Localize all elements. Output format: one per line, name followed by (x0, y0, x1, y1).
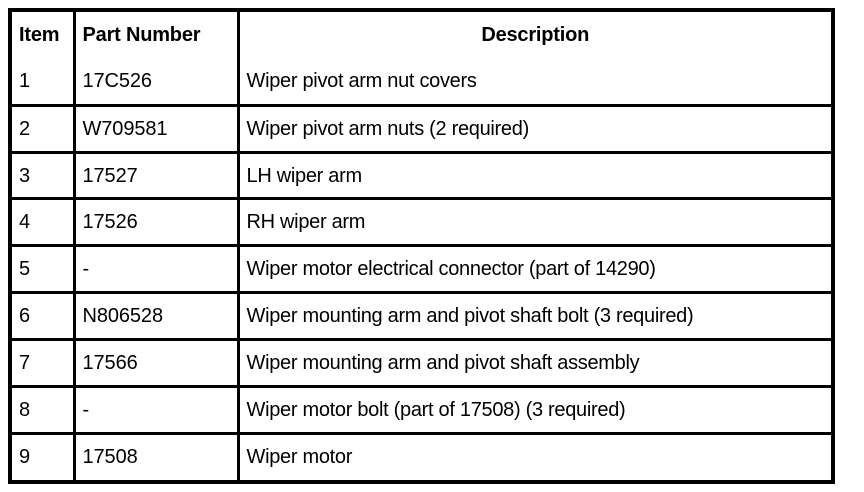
cell-description: LH wiper arm (238, 152, 831, 201)
table-row: 4 17526 RH wiper arm (12, 198, 831, 248)
cell-part-number: - (74, 386, 240, 435)
cell-part-number: 17526 (74, 198, 240, 248)
table-body: 1 17C526 Wiper pivot arm nut covers 2 W7… (12, 58, 831, 480)
cell-part-number: 17508 (74, 433, 240, 480)
table-row: 5 - Wiper motor electrical connector (pa… (12, 245, 831, 295)
cell-part-number: - (74, 245, 240, 295)
cell-description: RH wiper arm (238, 198, 831, 248)
cell-description: Wiper motor electrical connector (part o… (238, 245, 831, 295)
cell-description: Wiper mounting arm and pivot shaft bolt … (238, 292, 831, 341)
cell-item: 9 (12, 433, 76, 480)
column-header-item: Item (12, 12, 76, 59)
table-row: 6 N806528 Wiper mounting arm and pivot s… (12, 292, 831, 341)
column-header-description: Description (238, 12, 831, 59)
cell-item: 4 (12, 198, 76, 248)
cell-item: 7 (12, 339, 76, 388)
cell-part-number: 17566 (74, 339, 240, 388)
table-row: 3 17527 LH wiper arm (12, 152, 831, 201)
cell-part-number: W709581 (74, 105, 240, 154)
cell-part-number: 17527 (74, 152, 240, 201)
parts-table-container: Item Part Number Description 1 17C526 Wi… (8, 8, 835, 484)
table-header-row: Item Part Number Description (12, 12, 831, 59)
column-header-part-number: Part Number (74, 12, 240, 59)
parts-table: Item Part Number Description 1 17C526 Wi… (12, 12, 831, 480)
cell-description: Wiper motor (238, 433, 831, 480)
cell-item: 2 (12, 105, 76, 154)
cell-description: Wiper motor bolt (part of 17508) (3 requ… (238, 386, 831, 435)
cell-item: 6 (12, 292, 76, 341)
cell-description: Wiper pivot arm nuts (2 required) (238, 105, 831, 154)
cell-description: Wiper mounting arm and pivot shaft assem… (238, 339, 831, 388)
table-row: 2 W709581 Wiper pivot arm nuts (2 requir… (12, 105, 831, 154)
cell-description: Wiper pivot arm nut covers (238, 58, 831, 107)
cell-part-number: N806528 (74, 292, 240, 341)
cell-item: 1 (12, 58, 76, 107)
cell-part-number: 17C526 (74, 58, 240, 107)
table-row: 9 17508 Wiper motor (12, 433, 831, 480)
table-row: 7 17566 Wiper mounting arm and pivot sha… (12, 339, 831, 388)
table-header: Item Part Number Description (12, 12, 831, 59)
cell-item: 5 (12, 245, 76, 295)
table-row: 1 17C526 Wiper pivot arm nut covers (12, 58, 831, 107)
cell-item: 3 (12, 152, 76, 201)
cell-item: 8 (12, 386, 76, 435)
table-row: 8 - Wiper motor bolt (part of 17508) (3 … (12, 386, 831, 435)
